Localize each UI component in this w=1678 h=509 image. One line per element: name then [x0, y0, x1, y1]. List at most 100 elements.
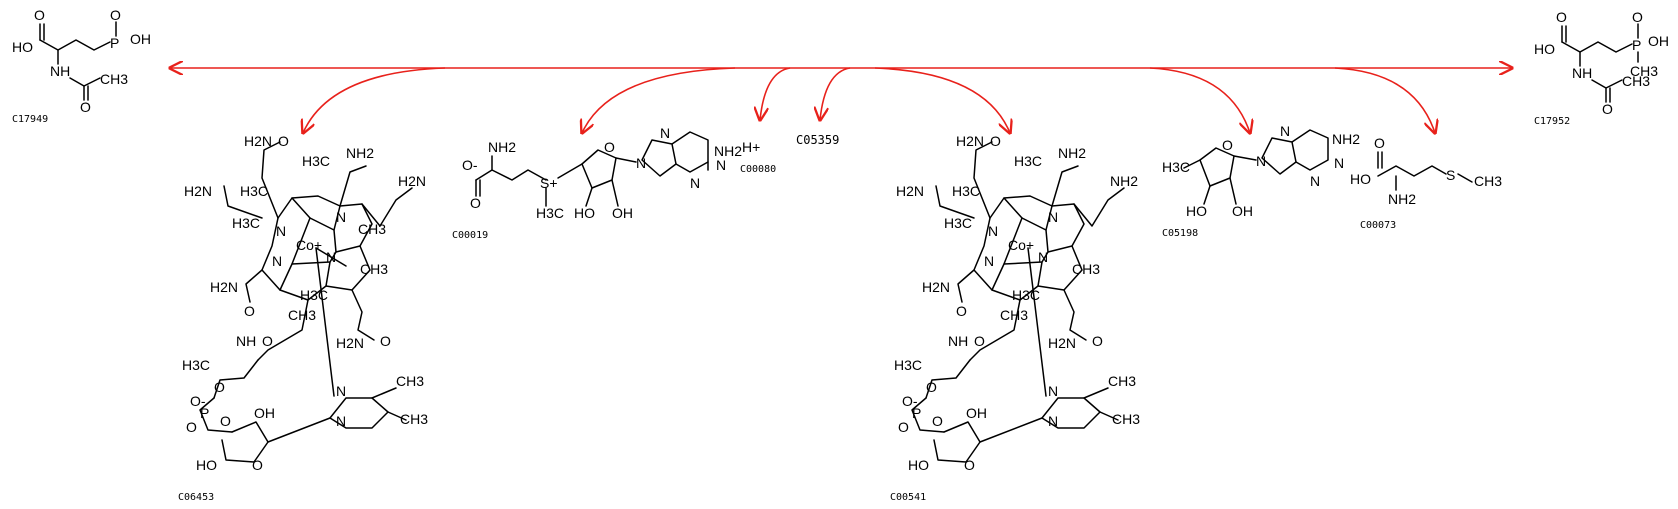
side-arrow-c00541 [874, 67, 1010, 133]
c05198-n7: N [1280, 123, 1290, 139]
c06453-o-dbl: O [186, 419, 197, 435]
c17949-ho: HO [12, 39, 33, 55]
c06453-o-amide: O [262, 333, 273, 349]
c06453-h2n-top: H2N [244, 133, 272, 149]
c05198-ho: HO [1186, 203, 1207, 219]
c17949-o3: O [110, 7, 121, 23]
c05198-n3: N [1310, 173, 1320, 189]
c00019-o: O [470, 195, 481, 211]
c06453-n6: N [336, 413, 346, 429]
c06453-o-top: O [278, 133, 289, 149]
c00541-n5: N [1048, 383, 1058, 399]
compound-c05359[interactable]: C05359 [796, 133, 839, 147]
c00541-h3c-d: H3C [1012, 287, 1040, 303]
c00541-o-low: O [1092, 333, 1103, 349]
c17952-o3: O [1632, 9, 1643, 25]
c05198-h3c: H3C [1162, 159, 1190, 175]
c00073-o: O [1374, 135, 1385, 151]
c00541-h3c-a: H3C [952, 183, 980, 199]
label-c17952[interactable]: C17952 [1534, 116, 1570, 127]
label-c06453[interactable]: C06453 [178, 492, 214, 503]
c06453-h2n-mid: H2N [210, 279, 238, 295]
label-c00541[interactable]: C00541 [890, 492, 926, 503]
c17949-o1: O [34, 7, 45, 23]
c06453-ch3-c: CH3 [288, 307, 316, 323]
c17949-nh: NH [50, 63, 70, 79]
c05198-nh2: NH2 [1332, 131, 1360, 147]
c05198-structure [1183, 129, 1329, 205]
c17952-o2: O [1602, 101, 1613, 117]
c06453-ch3-a: CH3 [358, 221, 386, 237]
compound-c06453[interactable]: H2N O H2N H3C H3C H3C NH2 H2N N N Co+ CH… [178, 133, 428, 503]
c00019-nh2-ad: NH2 [714, 143, 742, 159]
c06453-p: P [200, 405, 209, 421]
c00541-structure [911, 141, 1125, 463]
hplus-symbol: H+ [742, 139, 760, 155]
c06453-n5: N [336, 383, 346, 399]
label-c05198[interactable]: C05198 [1162, 228, 1198, 239]
side-arrow-hplus [760, 67, 791, 120]
c00541-ho: HO [908, 457, 929, 473]
c00541-nh2-a: NH2 [1058, 145, 1086, 161]
c17949-oh: OH [130, 31, 151, 47]
c00019-o-ring: O [604, 139, 615, 155]
c00541-ch3-d: CH3 [1108, 373, 1136, 389]
c06453-h2n-left: H2N [184, 183, 212, 199]
c00541-o-ring: O [964, 457, 975, 473]
compound-c17949[interactable]: O HO NH O CH3 O P OH C17949 [12, 7, 151, 125]
c00541-n3: N [984, 253, 994, 269]
c17952-structure [1561, 23, 1639, 103]
c00541-o-p: O [932, 413, 943, 429]
c06453-h3c-c: H3C [302, 153, 330, 169]
compound-c00541[interactable]: H2N O H2N H3C H3C H3C NH2 NH2 N N Co+ N … [890, 133, 1140, 503]
c00541-o-amide: O [974, 333, 985, 349]
c17949-structure [39, 21, 117, 101]
c00541-h2n-mid: H2N [922, 279, 950, 295]
c06453-o-p: O [220, 413, 231, 429]
c00019-ho: HO [574, 205, 595, 221]
c05198-n1: N [1334, 155, 1344, 171]
label-c00019[interactable]: C00019 [452, 230, 488, 241]
c17952-ch3b: CH3 [1630, 63, 1658, 79]
c00019-ominus: O- [462, 157, 478, 173]
c00019-structure [475, 131, 709, 207]
side-arrow-c05359 [820, 67, 851, 120]
compound-c05198[interactable]: H3C O HO OH N N N N NH2 C05198 [1162, 123, 1360, 239]
side-arrow-c05198 [1149, 67, 1250, 133]
c06453-o-low: O [380, 333, 391, 349]
c06453-hn: NH [236, 333, 256, 349]
c06453-o-mid: O [244, 303, 255, 319]
c00073-nh2: NH2 [1388, 191, 1416, 207]
label-c05359[interactable]: C05359 [796, 133, 839, 147]
c00541-ch3-e: CH3 [1112, 411, 1140, 427]
c06453-n1: N [276, 223, 286, 239]
compound-c00019[interactable]: NH2 O- O S+ H3C O HO OH N N N N NH2 C000… [452, 125, 742, 241]
c00019-ch3: H3C [536, 205, 564, 221]
label-c17949[interactable]: C17949 [12, 114, 48, 125]
c06453-n3: N [272, 253, 282, 269]
c06453-co: Co+ [296, 237, 322, 253]
side-arrow-c06453 [303, 67, 446, 133]
c00541-o-link: O [926, 379, 937, 395]
compound-c00080[interactable]: H+ C00080 [740, 139, 776, 175]
c00073-structure [1377, 151, 1473, 191]
c00541-hn: NH [948, 333, 968, 349]
c00541-oh: OH [966, 405, 987, 421]
c06453-ch3-d: CH3 [396, 373, 424, 389]
c05198-n9: N [1256, 153, 1266, 169]
c00541-h3c-c: H3C [1014, 153, 1042, 169]
label-c00080[interactable]: C00080 [740, 164, 776, 175]
c00019-nh2: NH2 [488, 139, 516, 155]
reaction-arrows [170, 68, 1512, 133]
c00541-n1: N [988, 223, 998, 239]
c00019-splus: S+ [540, 175, 558, 191]
c06453-nh2-a: NH2 [346, 145, 374, 161]
compound-c00073[interactable]: O HO NH2 S CH3 C00073 [1350, 135, 1502, 231]
c06453-h3c-a: H3C [240, 183, 268, 199]
compound-c17952[interactable]: O HO NH O CH3 O P OH CH3 C17952 [1534, 9, 1669, 127]
side-arrow-c00073 [1334, 67, 1435, 133]
c05198-oh: OH [1232, 203, 1253, 219]
c06453-ch3-b: CH3 [360, 261, 388, 277]
c00541-n2: N [1048, 209, 1058, 225]
label-c00073[interactable]: C00073 [1360, 220, 1396, 231]
